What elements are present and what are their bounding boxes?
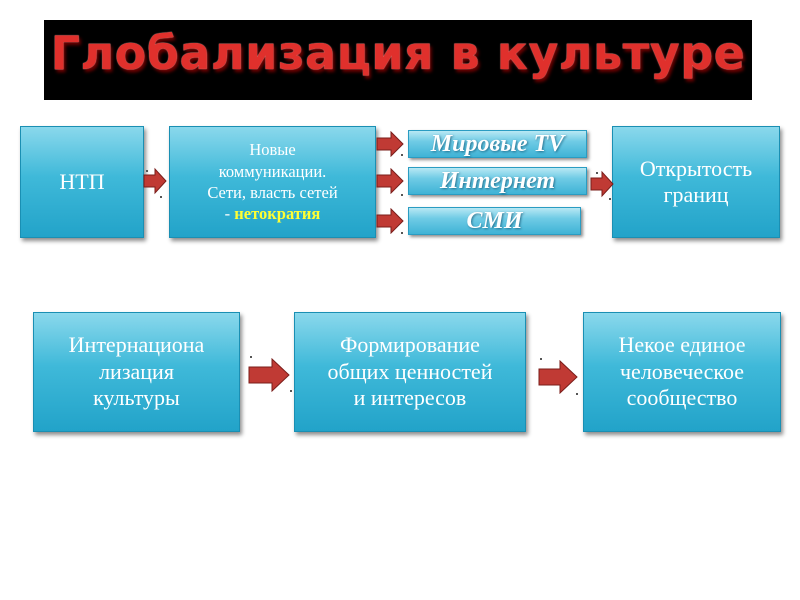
- arrow-right-icon: [538, 360, 578, 394]
- media-internet-label: Интернет: [439, 167, 556, 194]
- connector-dot: [146, 170, 148, 172]
- arrow-right-icon: [376, 168, 404, 194]
- connector-dot: [290, 390, 292, 392]
- shared-values-line1: Формирование: [340, 332, 480, 358]
- openness-line2: границ: [663, 182, 729, 207]
- media-internet: Интернет: [408, 167, 587, 195]
- openness-box: Открытость границ: [612, 126, 780, 238]
- netocracy-highlight: нетократия: [234, 204, 321, 224]
- communications-line4-prefix: -: [224, 204, 235, 224]
- communications-line3: Сети, власть сетей: [207, 183, 338, 202]
- connector-dot: [540, 358, 542, 360]
- community-line3: сообщество: [626, 385, 738, 411]
- shared-values-box: Формирование общих ценностей и интересов: [294, 312, 526, 432]
- internationalization-line1: Интернациона: [68, 332, 205, 358]
- connector-dot: [250, 356, 252, 358]
- communications-line4: - нетократия: [225, 203, 321, 224]
- communications-box: Новые коммуникации. Сети, власть сетей -…: [169, 126, 376, 238]
- page-title: Глобализация в культуре: [50, 26, 746, 80]
- connector-dot: [401, 154, 403, 156]
- connector-dot: [596, 172, 598, 174]
- arrow-right-icon: [376, 208, 404, 234]
- openness-line1: Открытость: [639, 155, 753, 181]
- arrow-right-icon: [590, 170, 614, 198]
- arrow-right-icon: [248, 358, 290, 392]
- title-bar: Глобализация в культуре: [44, 20, 752, 100]
- media-smi-label: СМИ: [466, 207, 523, 234]
- internationalization-box: Интернациона лизация культуры: [33, 312, 240, 432]
- media-world-tv-label: Мировые TV: [430, 130, 565, 157]
- connector-dot: [160, 196, 162, 198]
- communications-line1: Новые: [249, 140, 296, 160]
- connector-dot: [609, 198, 611, 200]
- media-world-tv: Мировые TV: [408, 130, 587, 158]
- internationalization-line3: культуры: [93, 385, 180, 411]
- arrow-right-icon: [143, 167, 167, 195]
- connector-dot: [401, 194, 403, 196]
- community-box: Некое единое человеческое сообщество: [583, 312, 781, 432]
- connector-dot: [401, 232, 403, 234]
- arrow-right-icon: [376, 131, 404, 157]
- shared-values-line3: и интересов: [353, 385, 467, 411]
- community-line1: Некое единое: [618, 332, 746, 358]
- communications-line2: коммуникации.: [218, 161, 327, 181]
- internationalization-line2: лизация: [99, 358, 174, 384]
- media-smi: СМИ: [408, 207, 581, 235]
- ntp-box: НТП: [20, 126, 144, 238]
- shared-values-line2: общих ценностей: [327, 358, 493, 384]
- community-line2: человеческое: [619, 358, 745, 384]
- ntp-label: НТП: [59, 168, 105, 194]
- connector-dot: [576, 393, 578, 395]
